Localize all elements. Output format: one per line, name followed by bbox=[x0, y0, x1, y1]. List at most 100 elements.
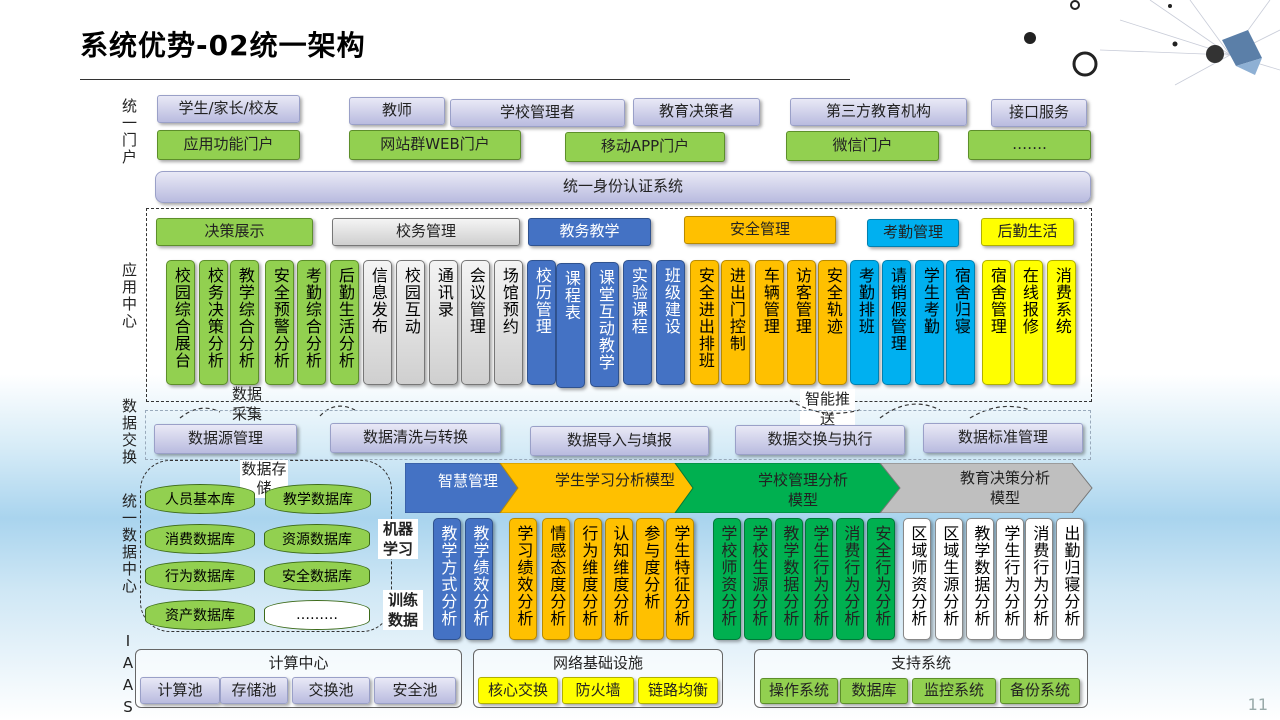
portal-channel-app[interactable]: 移动APP门户 bbox=[565, 132, 725, 162]
analysis-item[interactable]: 行为维度分析 bbox=[574, 518, 602, 640]
analysis-item[interactable]: 区域师资分析 bbox=[903, 518, 931, 640]
category-logistics[interactable]: 后勤生活 bbox=[981, 218, 1074, 246]
portal-user-teachers[interactable]: 教师 bbox=[349, 97, 445, 125]
app-item[interactable]: 班级建设 bbox=[656, 260, 685, 385]
analysis-item[interactable]: 消费行为分析 bbox=[836, 518, 864, 640]
app-item[interactable]: 考勤综合分析 bbox=[297, 260, 326, 385]
iaas-core-switch[interactable]: 核心交换 bbox=[478, 677, 558, 704]
app-item[interactable]: 实验课程 bbox=[623, 260, 652, 385]
portal-channel-more[interactable]: ……. bbox=[968, 130, 1091, 160]
iaas-database[interactable]: 数据库 bbox=[840, 678, 908, 704]
portal-channel-wechat[interactable]: 微信门户 bbox=[786, 131, 939, 161]
app-item-label: 校历管理 bbox=[532, 267, 552, 335]
analysis-item[interactable]: 学校师资分析 bbox=[713, 518, 741, 640]
app-item[interactable]: 安全预警分析 bbox=[265, 260, 294, 385]
iaas-firewall[interactable]: 防火墙 bbox=[562, 677, 634, 704]
analysis-item[interactable]: 教学方式分析 bbox=[433, 518, 461, 640]
app-item-label: 校务决策分析 bbox=[204, 267, 224, 369]
category-teaching[interactable]: 教务教学 bbox=[528, 218, 651, 246]
analysis-item[interactable]: 出勤归寝分析 bbox=[1056, 518, 1084, 640]
iaas-storage-pool[interactable]: 存储池 bbox=[220, 677, 288, 704]
flow-label-train: 训练数据 bbox=[383, 590, 423, 630]
app-item[interactable]: 请销假管理 bbox=[882, 260, 911, 385]
app-item[interactable]: 进出门控制 bbox=[721, 260, 750, 385]
app-item[interactable]: 课程表 bbox=[556, 263, 585, 388]
portal-user-students[interactable]: 学生/家长/校友 bbox=[157, 95, 300, 123]
exchange-execution[interactable]: 数据交换与执行 bbox=[735, 425, 905, 455]
iaas-monitor[interactable]: 监控系统 bbox=[912, 678, 996, 704]
category-attendance[interactable]: 考勤管理 bbox=[867, 219, 959, 247]
database-item[interactable]: 消费数据库 bbox=[145, 524, 255, 554]
analysis-item[interactable]: 教学数据分析 bbox=[775, 518, 803, 640]
app-item[interactable]: 课堂互动教学 bbox=[590, 262, 619, 387]
exchange-import[interactable]: 数据导入与填报 bbox=[530, 426, 709, 456]
app-item-label: 教学综合分析 bbox=[235, 267, 255, 369]
app-item[interactable]: 信息发布 bbox=[363, 260, 392, 385]
app-item[interactable]: 后勤生活分析 bbox=[330, 260, 359, 385]
portal-channel-web[interactable]: 网站群WEB门户 bbox=[349, 130, 521, 160]
category-security[interactable]: 安全管理 bbox=[684, 216, 836, 244]
iaas-link-balance[interactable]: 链路均衡 bbox=[638, 677, 718, 704]
iaas-backup[interactable]: 备份系统 bbox=[1000, 678, 1080, 704]
exchange-source-mgmt[interactable]: 数据源管理 bbox=[154, 424, 297, 454]
app-item[interactable]: 校园综合展台 bbox=[166, 260, 195, 385]
analysis-item[interactable]: 安全行为分析 bbox=[867, 518, 895, 640]
exchange-standard-mgmt[interactable]: 数据标准管理 bbox=[923, 423, 1083, 453]
app-item[interactable]: 校园互动 bbox=[396, 260, 425, 385]
analysis-item[interactable]: 参与度分析 bbox=[636, 518, 664, 640]
exchange-cleaning[interactable]: 数据清洗与转换 bbox=[330, 423, 501, 453]
app-item-label: 请销假管理 bbox=[887, 267, 907, 352]
database-item[interactable]: 人员基本库 bbox=[145, 484, 255, 514]
iaas-os[interactable]: 操作系统 bbox=[760, 678, 838, 704]
analysis-item[interactable]: 学生行为分析 bbox=[996, 518, 1024, 640]
app-item[interactable]: 场馆预约 bbox=[494, 260, 523, 385]
app-item[interactable]: 会议管理 bbox=[461, 260, 490, 385]
analysis-item[interactable]: 区域生源分析 bbox=[935, 518, 963, 640]
unified-auth-system[interactable]: 统一身份认证系统 bbox=[155, 171, 1091, 203]
analysis-item[interactable]: 学习绩效分析 bbox=[509, 518, 537, 640]
analysis-item[interactable]: 学生行为分析 bbox=[805, 518, 833, 640]
analysis-item[interactable]: 教学绩效分析 bbox=[465, 518, 493, 640]
analysis-item[interactable]: 情感态度分析 bbox=[542, 518, 570, 640]
app-item[interactable]: 宿舍管理 bbox=[982, 260, 1011, 385]
app-item[interactable]: 校历管理 bbox=[527, 260, 556, 385]
app-item[interactable]: 考勤排班 bbox=[850, 260, 879, 385]
app-item[interactable]: 安全轨迹 bbox=[818, 260, 847, 385]
database-item[interactable]: 安全数据库 bbox=[264, 561, 370, 591]
app-item[interactable]: 宿舍归寝 bbox=[946, 260, 975, 385]
analysis-item-label: 认知维度分析 bbox=[610, 525, 630, 627]
portal-user-managers[interactable]: 学校管理者 bbox=[450, 99, 625, 127]
app-item[interactable]: 教学综合分析 bbox=[230, 260, 259, 385]
app-item[interactable]: 车辆管理 bbox=[755, 260, 784, 385]
category-school-affairs[interactable]: 校务管理 bbox=[332, 218, 520, 246]
analysis-item[interactable]: 消费行为分析 bbox=[1025, 518, 1053, 640]
app-item[interactable]: 通讯录 bbox=[429, 260, 458, 385]
database-item[interactable]: ……… bbox=[264, 600, 370, 630]
page-title: 系统优势-02统一架构 bbox=[80, 29, 366, 62]
database-item[interactable]: 行为数据库 bbox=[145, 561, 255, 591]
analysis-item[interactable]: 认知维度分析 bbox=[605, 518, 633, 640]
app-item[interactable]: 在线报修 bbox=[1014, 260, 1043, 385]
app-item[interactable]: 校务决策分析 bbox=[199, 260, 228, 385]
portal-channel-function[interactable]: 应用功能门户 bbox=[157, 130, 300, 160]
database-item[interactable]: 资源数据库 bbox=[264, 524, 370, 554]
iaas-switch-pool[interactable]: 交换池 bbox=[292, 677, 370, 704]
portal-user-decision-makers[interactable]: 教育决策者 bbox=[633, 98, 760, 126]
portal-user-api[interactable]: 接口服务 bbox=[991, 99, 1087, 127]
app-item[interactable]: 安全进出排班 bbox=[690, 260, 719, 385]
database-item[interactable]: 教学数据库 bbox=[265, 484, 371, 514]
flow-label-collect: 数据采集 bbox=[231, 385, 262, 423]
iaas-compute-pool[interactable]: 计算池 bbox=[140, 677, 220, 704]
app-item[interactable]: 消费系统 bbox=[1047, 260, 1076, 385]
database-item[interactable]: 资产数据库 bbox=[145, 600, 255, 630]
portal-user-third-party[interactable]: 第三方教育机构 bbox=[790, 98, 967, 126]
iaas-security-pool[interactable]: 安全池 bbox=[374, 677, 456, 704]
analysis-item[interactable]: 学生特征分析 bbox=[666, 518, 694, 640]
category-decision-display[interactable]: 决策展示 bbox=[156, 218, 313, 246]
app-item[interactable]: 学生考勤 bbox=[915, 260, 944, 385]
analysis-item[interactable]: 学校生源分析 bbox=[744, 518, 772, 640]
app-item[interactable]: 访客管理 bbox=[787, 260, 816, 385]
analysis-item[interactable]: 教学数据分析 bbox=[966, 518, 994, 640]
analysis-item-label: 消费行为分析 bbox=[841, 525, 861, 627]
analysis-item-label: 区域师资分析 bbox=[908, 525, 928, 627]
